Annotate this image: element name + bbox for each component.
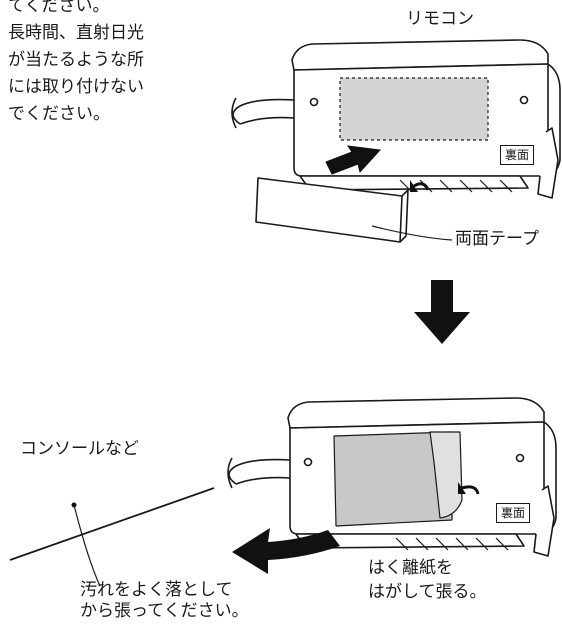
- tape-leader-line: [371, 225, 453, 241]
- tape-on-remote: [333, 431, 453, 527]
- bottom-scene: [9, 397, 557, 587]
- wipe-leader-line: [73, 504, 101, 587]
- screw-hole: [515, 453, 525, 463]
- remote-display-area: [339, 77, 489, 141]
- cable: [232, 98, 295, 125]
- peel-arrow-icon: [461, 485, 480, 495]
- intro-line: 長時間、直射日光: [8, 23, 144, 43]
- peel-instruction: はく離紙を はがして張る。: [368, 556, 487, 604]
- wipe-line: 汚れをよく落として: [80, 580, 233, 600]
- remote-top-face: [291, 39, 549, 71]
- peel-line: はがして張る。: [368, 582, 487, 602]
- remote-top-face: [287, 397, 545, 429]
- screw-hole: [519, 95, 529, 105]
- push-arrow-icon: [325, 145, 382, 175]
- curved-arrow-icon: [413, 182, 430, 191]
- big-curved-arrow-icon: [232, 528, 340, 574]
- screw-hole: [303, 457, 313, 467]
- console-surface-line: [9, 487, 215, 561]
- intro-line: てください。: [8, 0, 110, 16]
- peel-line: はく離紙を: [368, 558, 453, 578]
- wipe-line: から張ってください。: [80, 601, 249, 621]
- top-scene: [231, 39, 561, 243]
- remote-label: リモコン: [406, 9, 474, 29]
- intro-line: が当たるような所: [8, 50, 144, 70]
- intro-line: には取り付けない: [8, 77, 144, 97]
- down-arrow-icon: [414, 280, 470, 344]
- peeling-paper: [429, 431, 463, 519]
- console-label: コンソールなど: [20, 439, 139, 459]
- double-sided-tape-label: 両面テープ: [455, 229, 539, 249]
- cable: [228, 458, 291, 485]
- wipe-instruction: 汚れをよく落として から張ってください。: [80, 580, 249, 622]
- intro-text: てください。 長時間、直射日光 が当たるような所 には取り付けない でください。: [8, 0, 144, 128]
- screw-hole: [309, 97, 319, 107]
- back-side-badge: 裏面: [496, 503, 530, 523]
- remote-buttons: [395, 537, 509, 551]
- intro-line: でください。: [8, 104, 110, 124]
- back-side-badge: 裏面: [500, 145, 534, 165]
